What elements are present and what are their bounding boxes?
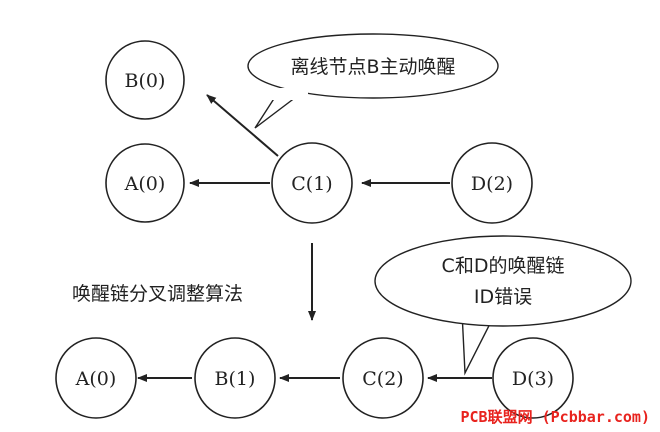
node-c-bottom: C(2) bbox=[342, 337, 424, 419]
node-d-bottom: D(3) bbox=[492, 337, 574, 419]
node-b-top: B(0) bbox=[105, 40, 185, 120]
node-label: B(0) bbox=[125, 70, 166, 92]
bubble-text-line2: ID错误 bbox=[474, 286, 532, 308]
node-d-top: D(2) bbox=[451, 142, 533, 224]
node-a-bottom: A(0) bbox=[55, 337, 137, 419]
node-label: D(3) bbox=[512, 368, 554, 390]
speech-bubble-top: 离线节点B主动唤醒 bbox=[247, 33, 499, 129]
node-label: D(2) bbox=[471, 173, 513, 195]
bubble-text-line1: C和D的唤醒链 bbox=[442, 255, 565, 277]
node-label: A(0) bbox=[75, 368, 117, 390]
edge-c-to-b-top bbox=[206, 94, 279, 157]
node-label: A(0) bbox=[124, 173, 166, 195]
node-label: C(2) bbox=[362, 368, 403, 390]
watermark-text: PCB联盟网 (Pcbbar.com) bbox=[461, 408, 651, 426]
process-label: 唤醒链分叉调整算法 bbox=[72, 283, 243, 305]
node-c-top: C(1) bbox=[271, 142, 353, 224]
speech-bubble-bottom: C和D的唤醒链 ID错误 bbox=[374, 235, 632, 376]
node-a-top: A(0) bbox=[105, 143, 185, 223]
bubble-text: 离线节点B主动唤醒 bbox=[290, 56, 455, 78]
node-label: C(1) bbox=[291, 173, 332, 195]
node-label: B(1) bbox=[215, 368, 256, 390]
node-b-bottom: B(1) bbox=[194, 337, 276, 419]
